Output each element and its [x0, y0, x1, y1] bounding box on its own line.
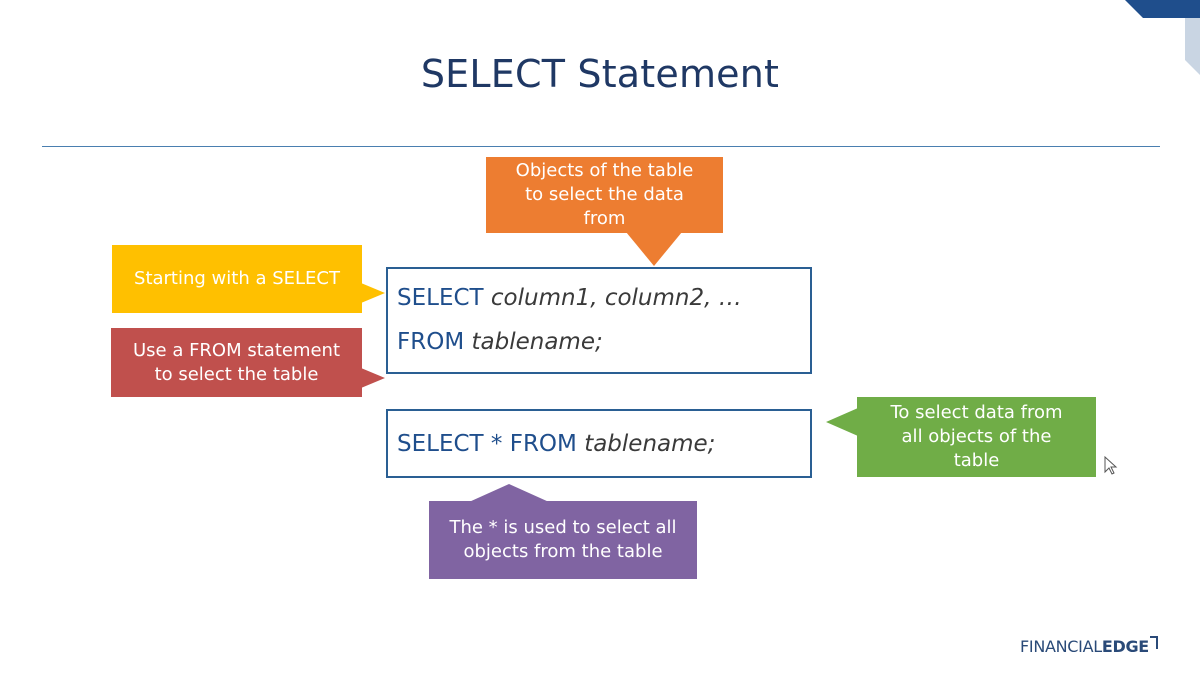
code-box-select-star: SELECT * FROM tablename; — [386, 409, 812, 478]
callout-from: Use a FROM statement to select the table — [111, 328, 362, 397]
code-line-from: FROM tablename; — [397, 329, 603, 355]
table-name-2: tablename; — [584, 431, 716, 457]
logo-part-edge: EDGE — [1101, 637, 1149, 656]
callout-objects-line-3: from — [583, 208, 626, 229]
keyword-from: FROM — [397, 329, 465, 355]
callout-objects-line-2: to select the data — [525, 184, 684, 205]
mouse-pointer-icon — [1104, 456, 1118, 475]
logo-part-financial: FINANCIAL — [1020, 637, 1102, 656]
code-line-select: SELECT column1, column2, … — [397, 285, 742, 311]
callout-select-pointer — [361, 283, 385, 303]
slide-title: SELECT Statement — [420, 52, 780, 96]
callout-star-line-2: objects from the table — [463, 541, 663, 562]
callout-all-objects-line-2: all objects of the — [901, 426, 1052, 447]
callout-objects-pointer — [626, 232, 682, 266]
callout-from-line-2: to select the table — [154, 363, 319, 385]
callout-all-objects: To select data from all objects of the t… — [857, 397, 1096, 477]
callout-all-objects-pointer — [826, 408, 858, 436]
callout-objects-line-1: Objects of the table — [515, 160, 694, 181]
callout-star-line-1: The * is used to select all — [449, 517, 677, 538]
table-name: tablename; — [471, 329, 603, 355]
keyword-select-star-from: SELECT * FROM — [397, 431, 577, 457]
callout-select-line-1: Starting with a SELECT — [134, 268, 340, 289]
financial-edge-logo: FINANCIALEDGE — [1020, 636, 1158, 656]
code-line-select-star: SELECT * FROM tablename; — [397, 431, 715, 457]
callout-all-objects-line-3: table — [953, 450, 1000, 471]
callout-objects: Objects of the table to select the data … — [486, 157, 723, 233]
callout-star-pointer — [469, 484, 549, 502]
callout-from-line-1: Use a FROM statement — [132, 339, 341, 361]
code-box-select-from: SELECT column1, column2, … FROM tablenam… — [386, 267, 812, 374]
title-divider — [42, 146, 1160, 147]
callout-star: The * is used to select all objects from… — [429, 501, 697, 579]
callout-select: Starting with a SELECT — [112, 245, 362, 313]
keyword-select: SELECT — [397, 285, 484, 311]
column-list: column1, column2, … — [490, 285, 742, 311]
logo-mark-icon — [1149, 636, 1158, 649]
corner-accent — [1125, 0, 1200, 75]
callout-all-objects-line-1: To select data from — [890, 402, 1063, 423]
callout-from-pointer — [361, 368, 385, 388]
